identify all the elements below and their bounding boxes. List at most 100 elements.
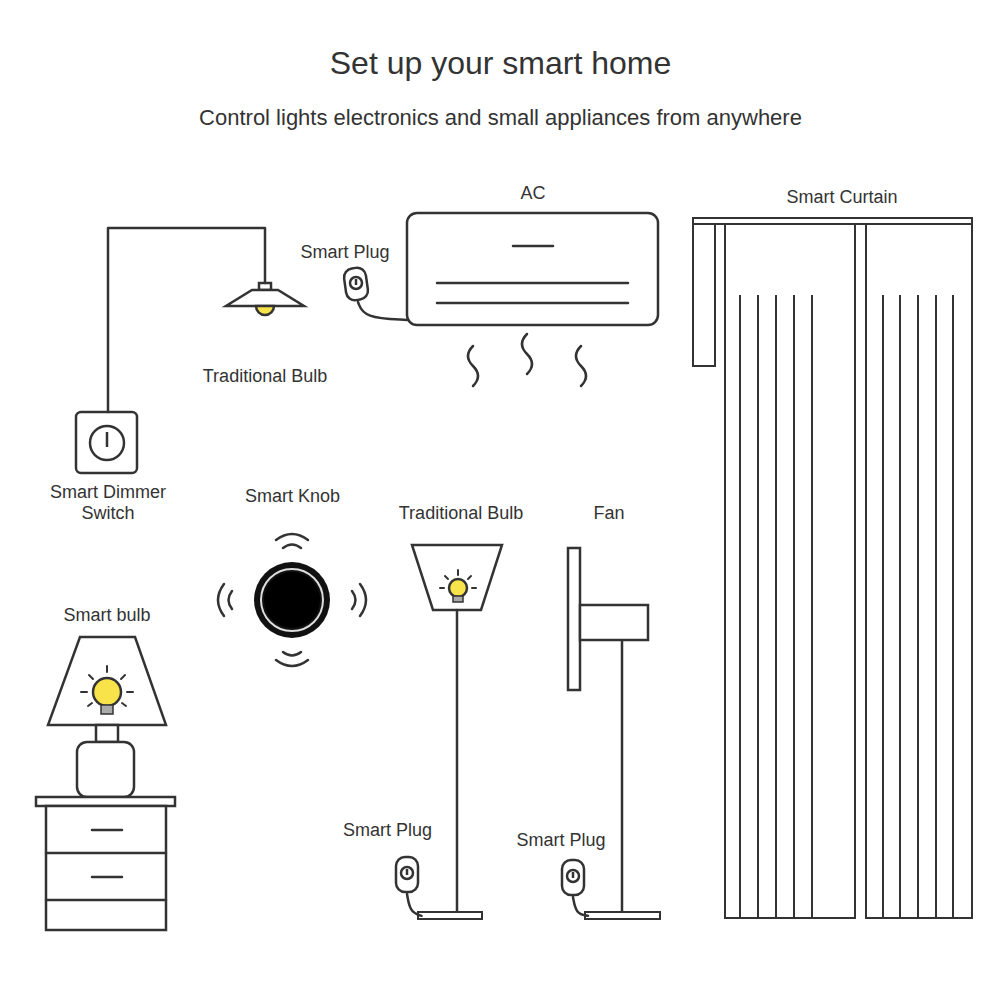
smart-bulb-lamp-part: [101, 705, 113, 714]
ac-unit-part: [468, 346, 478, 386]
smart-plug-symbol-part: [562, 860, 584, 895]
ceiling-lamp-node: Traditional Bulb: [190, 283, 340, 388]
dimmer-switch-symbol-part: [106, 432, 109, 447]
smart-bulb-lamp-part: [92, 876, 122, 879]
smart-bulb-lamp-part: [122, 703, 126, 706]
smart-knob-symbol-part: [254, 562, 330, 638]
ac-unit-part: [522, 334, 532, 374]
device-label: Traditional Bulb: [385, 503, 537, 524]
page-title: Set up your smart home: [0, 45, 1001, 81]
device-label: Smart Curtain: [693, 187, 991, 208]
smart-bulb-lamp: [36, 637, 175, 930]
floor-lamp-part: [468, 576, 471, 579]
smart-curtain-part: [793, 295, 795, 918]
smart-knob-symbol-part: [264, 572, 320, 628]
smart-curtain-part: [811, 295, 813, 918]
smart-curtain-part: [739, 295, 741, 918]
fan: [568, 548, 660, 919]
ceiling-lamp-part: [226, 290, 304, 306]
smart-knob-symbol-part-part: [229, 591, 233, 609]
ac-unit-part: [437, 282, 628, 285]
fan-part: [585, 912, 660, 919]
smart-knob-symbol-part: [261, 569, 323, 631]
ac-unit-part: [576, 346, 586, 386]
smart-knob-symbol-part: [218, 534, 366, 666]
smart-plug-symbol: [343, 267, 369, 302]
ac-unit-part: [513, 245, 553, 248]
device-label: AC: [407, 183, 659, 204]
smart-bulb-lamp-part: [96, 725, 118, 742]
smart-bulb-node: Smart bulb: [32, 605, 182, 933]
smart-plug-symbol-part: [401, 867, 413, 879]
device-label: Smart bulb: [32, 605, 182, 626]
smart-curtain-part: [693, 224, 715, 366]
dimmer-switch-symbol-part: [76, 412, 137, 473]
smart-bulb-lamp-part: [106, 666, 108, 672]
smart-bulb-lamp-part: [121, 675, 125, 679]
smart-plug-node: Smart Plug: [508, 830, 614, 897]
floor-lamp-part: [456, 610, 459, 912]
device-label: Fan: [559, 503, 659, 524]
dimmer-switch-symbol: [76, 412, 137, 473]
smart-plug-symbol-part: [350, 277, 362, 289]
smart-curtain: [693, 218, 972, 918]
smart-curtain-part: [935, 295, 937, 918]
smart-curtain-part: [775, 295, 777, 918]
ac-unit-part: [437, 302, 628, 305]
smart-bulb-lamp-part: [127, 691, 133, 693]
smart-plug-symbol-part: [567, 870, 579, 882]
smart-bulb-lamp-part: [89, 675, 93, 679]
smart-knob-symbol-part-part: [218, 584, 224, 616]
smart-curtain-part: [899, 295, 901, 918]
smart-knob-node: Smart Knob: [210, 486, 375, 676]
smart-knob-symbol-part-part: [352, 591, 356, 609]
smart-curtain-part: [882, 295, 884, 918]
fan-part: [580, 605, 648, 640]
floor-lamp-part: [418, 912, 482, 919]
smart-bulb-lamp-part: [46, 852, 166, 855]
curtain-node: Smart Curtain: [693, 187, 991, 922]
smart-bulb-lamp-part: [93, 678, 121, 706]
floor-lamp-part: [412, 545, 502, 610]
ceiling-lamp-part: [256, 306, 274, 315]
smart-bulb-lamp-part: [48, 637, 166, 725]
smart-bulb-lamp-part: [36, 797, 175, 806]
device-label: Smart Plug: [335, 820, 440, 841]
floor-lamp-part: [453, 596, 463, 602]
smart-plug-symbol-part: [355, 279, 358, 285]
ac-unit-part: [407, 213, 658, 325]
smart-curtain-part: [952, 295, 954, 918]
smart-bulb-lamp-part: [92, 829, 122, 832]
smart-knob-symbol: [218, 534, 366, 666]
smart-curtain-part: [866, 224, 972, 918]
smart-knob-symbol-part-part: [360, 584, 366, 616]
smart-bulb-lamp-part: [77, 742, 134, 797]
smart-bulb-lamp-part: [46, 806, 166, 930]
smart-knob-symbol-part-part: [283, 652, 301, 656]
fan-part: [568, 548, 580, 690]
smart-plug-symbol-part: [343, 267, 369, 302]
device-label: Smart Plug: [508, 830, 614, 851]
smart-curtain-part: [693, 218, 972, 224]
device-label: Smart Dimmer Switch: [38, 482, 178, 524]
floor-lamp-part: [457, 570, 459, 575]
smart-plug-symbol-part: [406, 869, 409, 875]
floor-lamp-node: Traditional Bulb: [385, 503, 537, 920]
subtitle-note: Control lights electronics and small app…: [0, 105, 1001, 131]
smart-plug-node: Smart Plug: [335, 820, 440, 894]
floor-lamp-part: [449, 579, 467, 597]
dimmer-switch-symbol-part: [90, 426, 124, 460]
smart-plug-node: Smart Plug: [290, 240, 400, 302]
wire-connector: [358, 302, 407, 320]
wire-connector: [407, 894, 421, 916]
smart-knob-symbol-part-part: [276, 534, 308, 540]
smart-plug-symbol: [396, 857, 418, 892]
floor-lamp: [412, 545, 502, 919]
smart-plug-symbol-part: [396, 857, 418, 892]
fan-node: Fan: [559, 503, 659, 920]
floor-lamp-part: [472, 587, 476, 589]
device-label: Traditional Bulb: [190, 366, 340, 387]
ac-unit: [407, 213, 658, 386]
smart-bulb-lamp-part: [88, 703, 92, 706]
